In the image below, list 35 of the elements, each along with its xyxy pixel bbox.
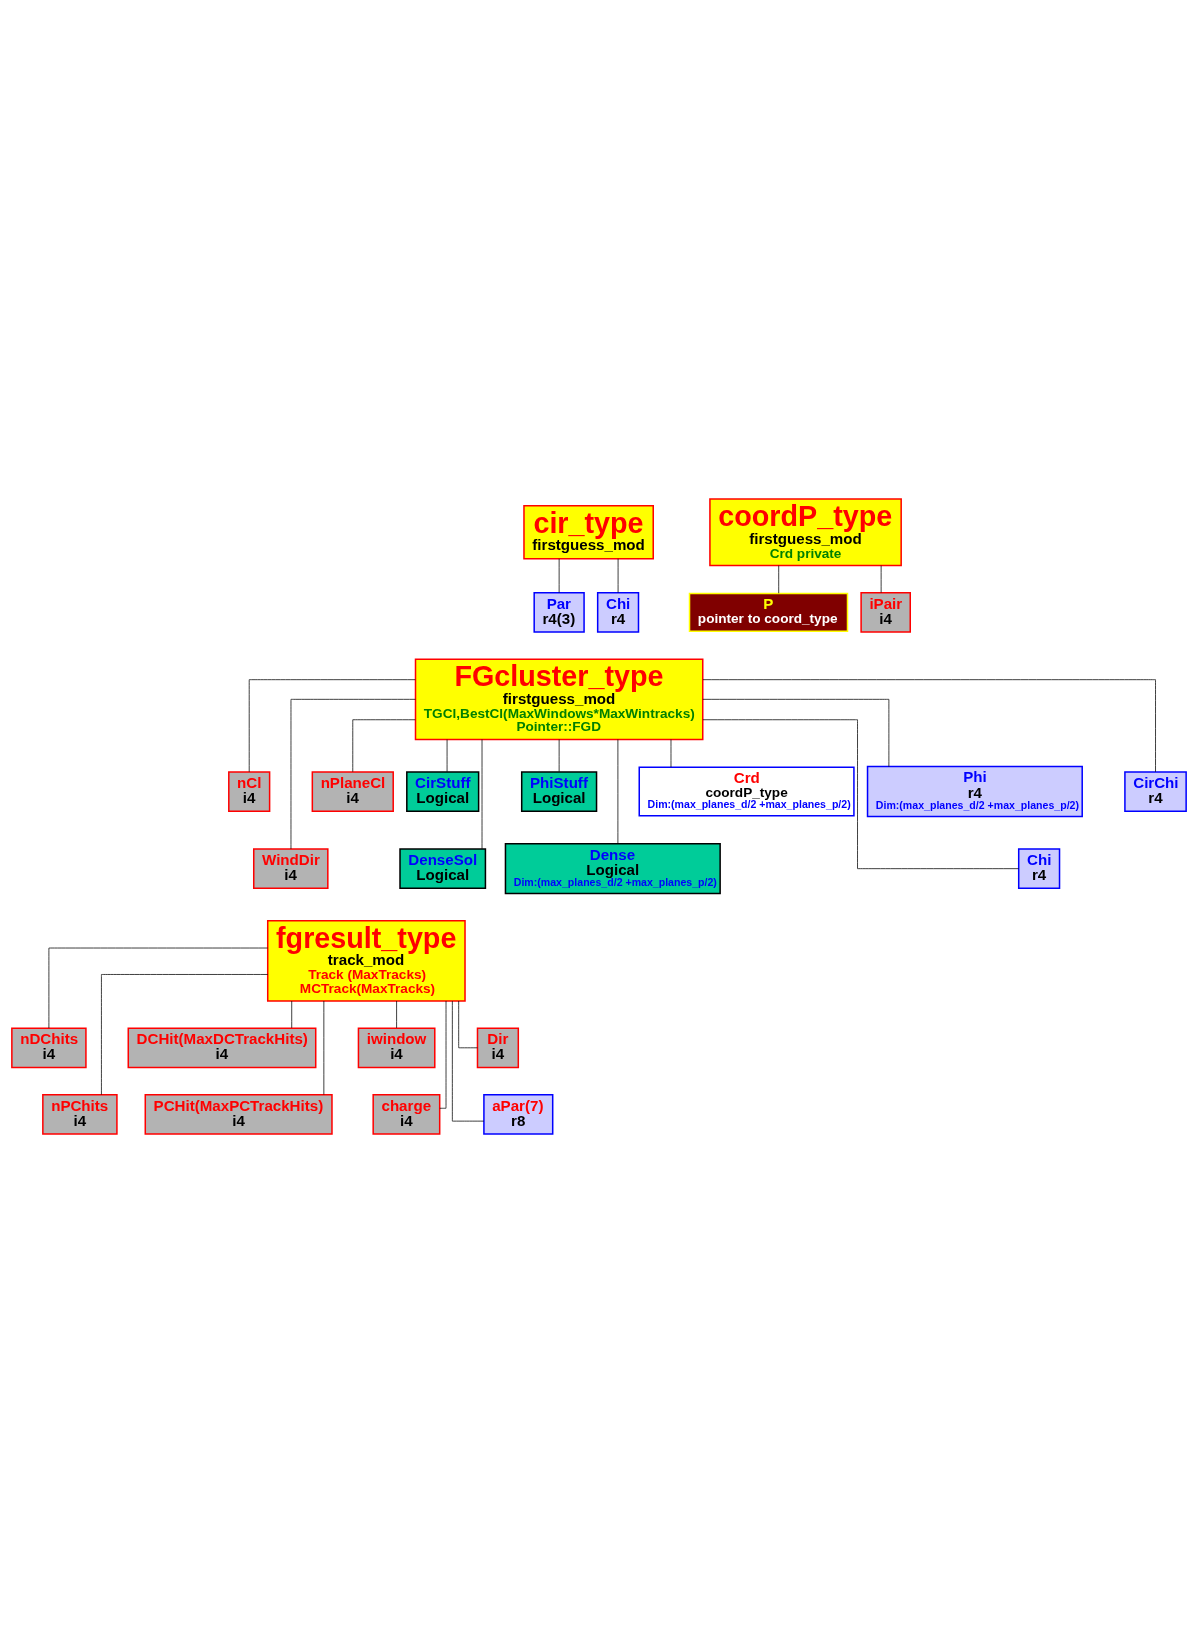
node-box: iwindow i4 bbox=[357, 1027, 436, 1069]
node-box: Dense Logical Dim:(max_planes_d/2 +max_planes_p/2) bbox=[504, 842, 721, 895]
node-box: FGcluster_type firstguess_mod TGCl,BestCl(MaxWindows*MaxWintracks) Pointer::FGD bbox=[414, 658, 704, 741]
node-box: cir_type firstguess_mod bbox=[523, 505, 654, 560]
node-box: nDChits i4 bbox=[11, 1027, 87, 1069]
node-box: Crd coordP_type Dim:(max_planes_d/2 +max_planes_p/2) bbox=[638, 766, 855, 817]
connector bbox=[617, 739, 619, 844]
node-box: PCHit(MaxPCTrackHits) i4 bbox=[144, 1093, 333, 1135]
node-box: CirStuff Logical bbox=[406, 771, 480, 812]
connector bbox=[396, 1000, 397, 1029]
node-box: Par r4(3) bbox=[533, 592, 585, 633]
node-box: Chi r4 bbox=[1017, 848, 1061, 890]
node-box: P pointer to coord_type bbox=[688, 592, 849, 633]
node-box: CirChi r4 bbox=[1124, 771, 1187, 812]
node-box: PhiStuff Logical bbox=[520, 771, 598, 812]
node-box: fgresult_type track_mod Track (MaxTracks) MCTrack(MaxTracks) bbox=[266, 920, 466, 1002]
node-box: iPair i4 bbox=[860, 592, 911, 633]
node-box: nPChits i4 bbox=[42, 1093, 118, 1135]
node-box: DCHit(MaxDCTrackHits) i4 bbox=[127, 1027, 317, 1069]
node-box: Phi r4 Dim:(max_planes_d/2 +max_planes_p/2) bbox=[866, 765, 1083, 818]
node-box: nCl i4 bbox=[228, 771, 271, 812]
node-box: aPar(7) r8 bbox=[483, 1093, 554, 1135]
connector bbox=[481, 739, 483, 850]
connector bbox=[702, 679, 1156, 773]
node-box: DenseSol Logical bbox=[399, 848, 487, 890]
connector bbox=[558, 739, 560, 773]
connector bbox=[101, 974, 269, 1095]
node-box: WindDir i4 bbox=[253, 848, 329, 890]
node-box: Dir i4 bbox=[476, 1027, 520, 1069]
node-box: charge i4 bbox=[372, 1093, 441, 1135]
connector bbox=[446, 739, 448, 773]
node-box: nPlaneCl i4 bbox=[311, 771, 394, 812]
connector bbox=[702, 719, 1019, 870]
node-box: coordP_type firstguess_mod Crd private bbox=[709, 498, 902, 567]
node-box: Chi r4 bbox=[596, 592, 640, 633]
